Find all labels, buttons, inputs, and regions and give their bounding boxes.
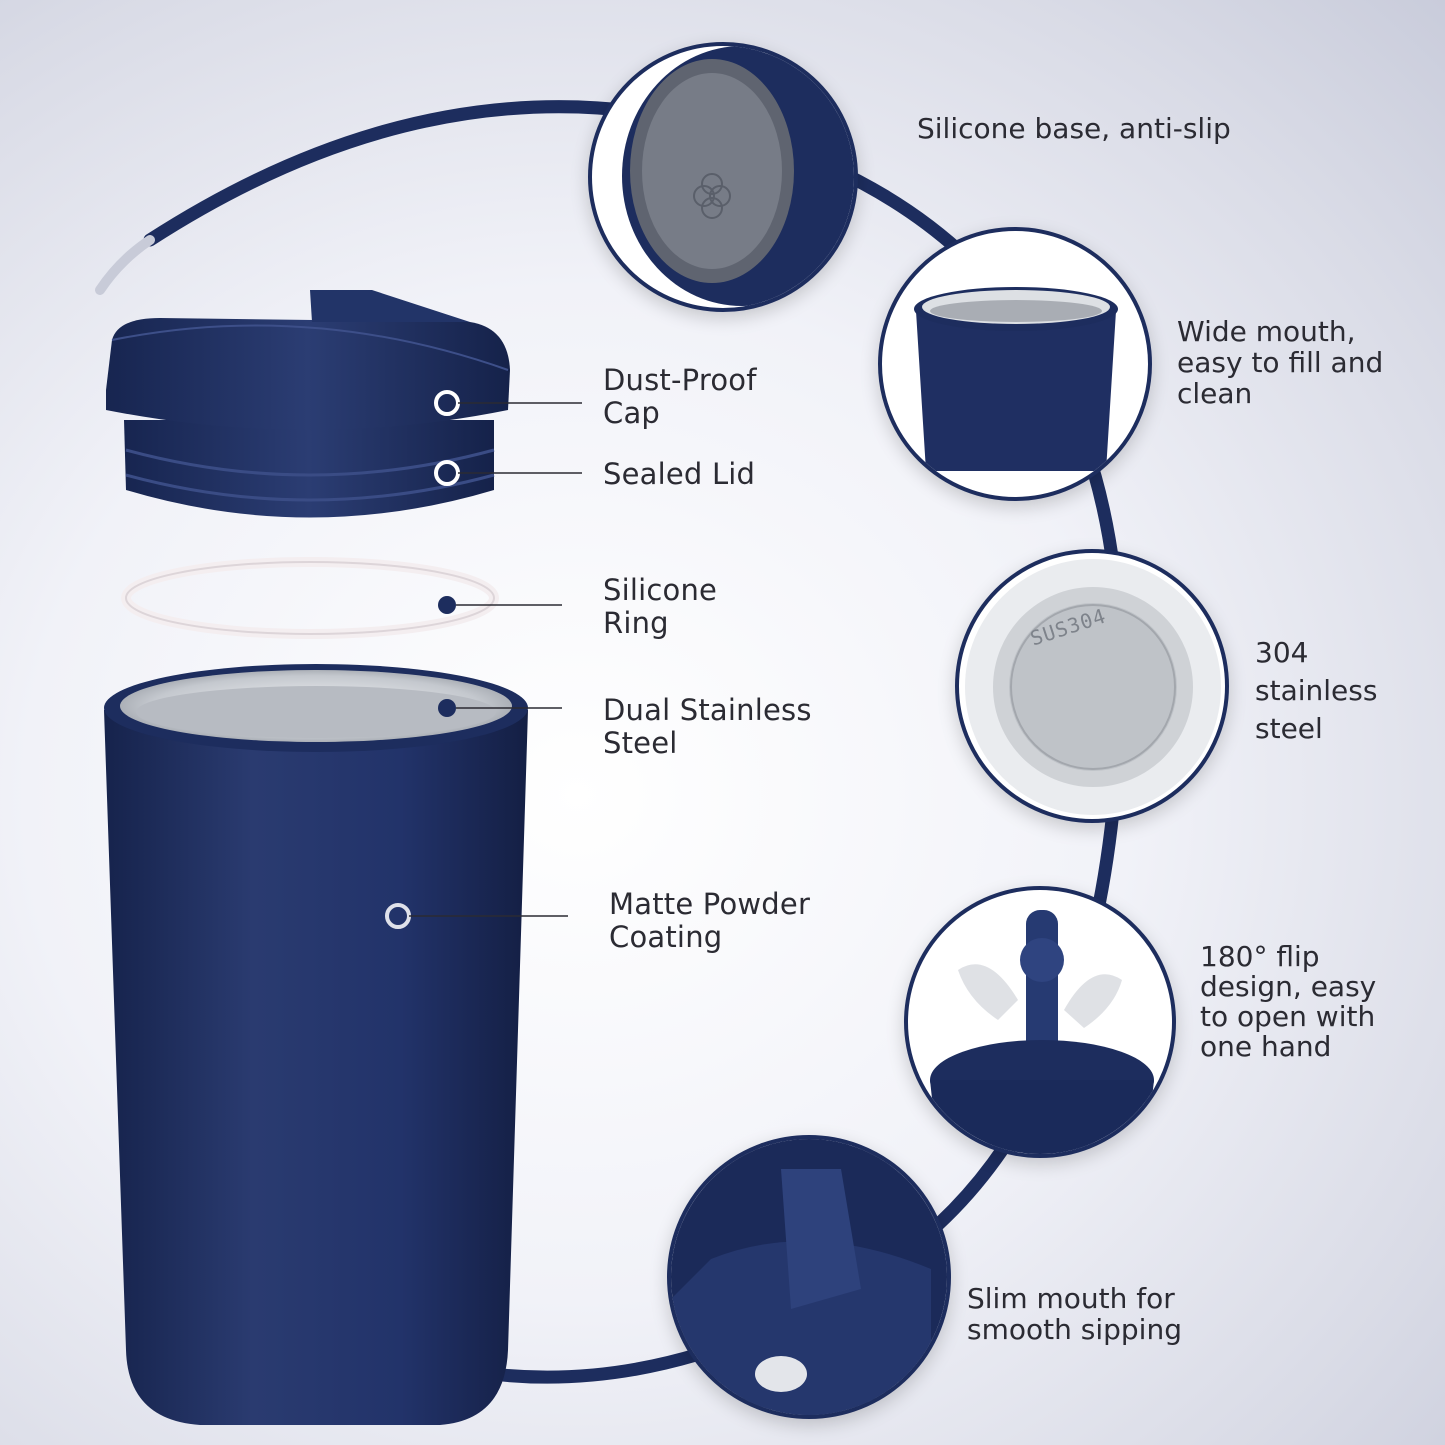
- feature-slim-mouth: Slim mouth for smooth sipping: [967, 1282, 1182, 1346]
- callout-markers: [385, 390, 582, 929]
- feature-silicone-base: Silicone base, anti-slip: [917, 112, 1231, 145]
- label-sealed-lid: Sealed Lid: [603, 457, 756, 491]
- label-silicone-ring: Silicone Ring: [603, 573, 718, 640]
- detail-silicone-base: [588, 42, 858, 312]
- flip-design-image: [930, 910, 1154, 1154]
- label-dust-proof-cap: Dust-Proof Cap: [603, 363, 757, 430]
- label-dual-stainless-steel: Dual Stainless Steel: [603, 693, 812, 760]
- feature-stainless-steel: 304 stainless steel: [1255, 636, 1378, 745]
- wide-mouth-image: [914, 287, 1118, 471]
- detail-slim-mouth: [667, 1135, 951, 1419]
- detail-stainless-steel: SUS304: [955, 549, 1229, 823]
- dust-proof-cap: [106, 290, 510, 430]
- label-matte-powder-coating: Matte Powder Coating: [609, 887, 811, 954]
- slim-mouth-image: [671, 1139, 947, 1415]
- feature-flip-design: 180° flip design, easy to open with one …: [1200, 940, 1377, 1063]
- stainless-steel-image: [965, 559, 1221, 815]
- detail-flip-design: [904, 886, 1176, 1158]
- silicone-ring: [121, 557, 499, 639]
- silicone-base-image: [622, 46, 854, 306]
- detail-wide-mouth: [878, 227, 1152, 501]
- cup-body: [104, 664, 528, 1425]
- feature-wide-mouth: Wide mouth, easy to fill and clean: [1177, 315, 1384, 410]
